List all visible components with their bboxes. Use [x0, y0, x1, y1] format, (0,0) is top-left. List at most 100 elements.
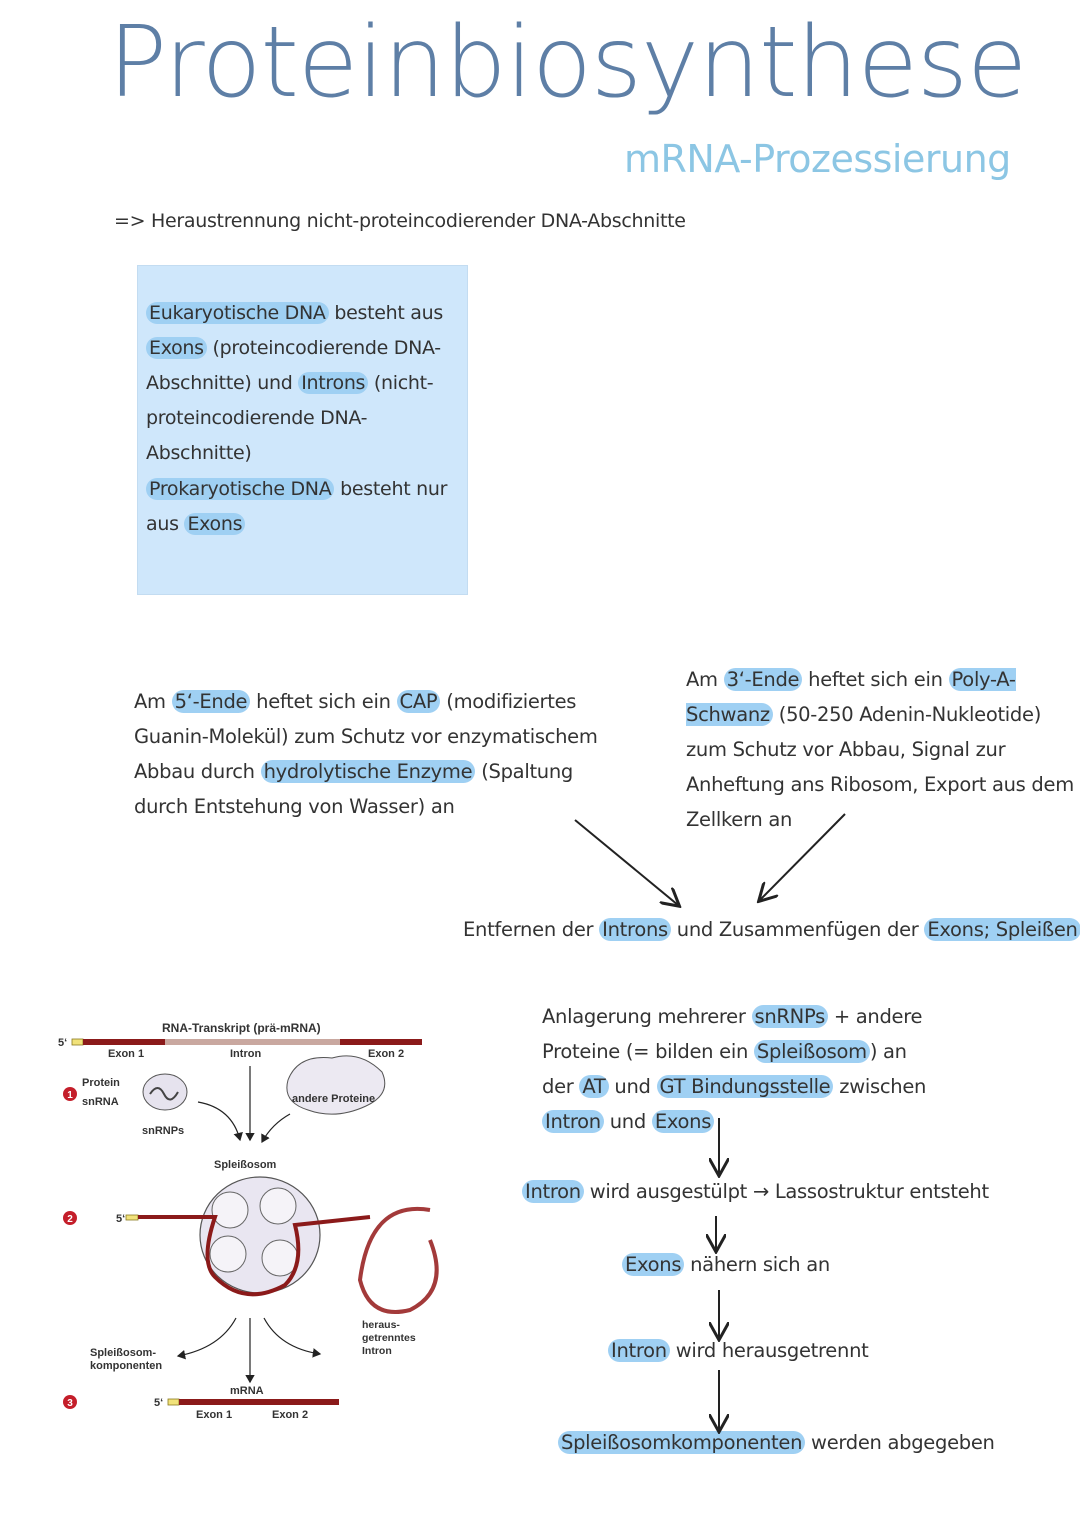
diagram-components-1: Spleißosom- [90, 1347, 156, 1359]
hl-exons: Exons [146, 337, 207, 359]
step-1-text: Anlagerung mehrerer snRNPs + andere Prot… [542, 999, 942, 1139]
step-3-number: 3 [67, 1398, 73, 1409]
rna-loop [138, 1215, 371, 1297]
hl-5-end: 5‘-Ende [171, 690, 251, 713]
hl-introns: Introns [298, 372, 369, 394]
text-fragment: besteht aus [328, 302, 443, 324]
text-fragment: Entfernen der [463, 918, 600, 941]
cap-marker [71, 1038, 84, 1046]
text-fragment: und [603, 1110, 652, 1133]
spliceosome-subunit-1 [211, 1191, 249, 1229]
cap-marker-2 [125, 1214, 139, 1221]
hl-spliceosome: Spleißosom [753, 1040, 870, 1063]
text-fragment: (50-250 Adenin-Nukleotide) zum Schutz vo… [686, 703, 1074, 831]
spliceosome-body [199, 1176, 321, 1294]
splicing-diagram: RNA-Transkript (prä-mRNA) 5‘ Exon 1 Intr… [58, 1021, 439, 1421]
text-fragment: und [608, 1075, 657, 1098]
text-fragment: wird herausgetrennt [669, 1339, 869, 1362]
diagram-5prime-mid: 5‘ [116, 1213, 125, 1225]
snrna-strand-icon [149, 1087, 179, 1101]
hl-spliceosome-components: Spleißosomkomponenten [558, 1431, 806, 1454]
hl-3-end: 3‘-Ende [723, 668, 803, 691]
diagram-spliceosome: Spleißosom [214, 1159, 277, 1171]
three-prime-end-text: Am 3‘-Ende heftet sich ein Poly-A-Schwan… [686, 662, 1076, 837]
other-proteins-cloud [286, 1055, 386, 1115]
hl-intron: Intron [542, 1110, 604, 1133]
hl-prokaryotic-dna: Prokaryotische DNA [146, 478, 335, 500]
diagram-exon1: Exon 1 [108, 1048, 144, 1060]
hl-intron: Intron [522, 1180, 584, 1203]
text-fragment: Am [686, 668, 724, 691]
hl-snrnps: snRNPs [751, 1005, 828, 1028]
step-3-badge [63, 1395, 77, 1409]
step-5-text: Spleißosomkomponenten werden abgegeben [558, 1431, 995, 1454]
mrna-exon2-bar [259, 1399, 339, 1405]
hl-exons: Exons [184, 513, 246, 535]
diagram-components-2: komponenten [90, 1360, 162, 1372]
diagram-excised-1: heraus- [362, 1319, 400, 1331]
text-fragment: heftet sich ein [250, 690, 397, 713]
hl-exons: Exons [622, 1253, 685, 1276]
text-fragment: werden abgegeben [805, 1431, 995, 1454]
diagram-excised-3: Intron [362, 1345, 392, 1357]
diagram-mrna-exon1: Exon 1 [196, 1409, 232, 1421]
page-title: Proteinbiosynthese [108, 6, 1027, 120]
text-fragment: heftet sich ein [802, 668, 949, 691]
text-fragment: Am [134, 690, 172, 713]
arrow-left-converge [574, 819, 678, 905]
step-2-badge [63, 1211, 77, 1225]
diagram-arrow-snrnp [197, 1101, 243, 1142]
diagram-arrow-components [176, 1317, 237, 1360]
snrnp-icon [142, 1073, 188, 1111]
intro-line: => Heraustrennung nicht-proteincodierend… [114, 210, 686, 232]
step-2-number: 2 [67, 1214, 73, 1225]
text-fragment: (proteincodierende DNA-Abschnitte) und [146, 337, 441, 394]
text-fragment: + andere Proteine (= bilden ein [542, 1005, 923, 1063]
text-fragment: zwischen [833, 1075, 927, 1098]
exon1-bar [83, 1039, 165, 1045]
hl-cap: CAP [396, 690, 441, 713]
text-fragment: und Zusammenfügen der [670, 918, 925, 941]
hl-eukaryotic-dna: Eukaryotische DNA [146, 302, 329, 324]
five-prime-end-text: Am 5‘-Ende heftet sich ein CAP (modifizi… [134, 684, 604, 824]
text-fragment: (modifiziertes Guanin-Molekül) zum Schut… [134, 690, 598, 783]
diagram-arrow-proteins [261, 1113, 291, 1144]
page-subtitle: mRNA-Prozessierung [624, 137, 1011, 181]
splicing-line: Entfernen der Introns und Zusammenfügen … [463, 918, 1080, 941]
diagram-protein: Protein [82, 1077, 120, 1089]
hl-at: AT [579, 1075, 609, 1098]
diagram-exon2: Exon 2 [368, 1048, 404, 1060]
step-2-text: Intron wird ausgestülpt → Lassostruktur … [522, 1180, 989, 1203]
eukaryotic-text: Eukaryotische DNA besteht aus Exons (pro… [146, 296, 466, 471]
lariat-intron [357, 1206, 439, 1314]
diagram-5prime-top: 5‘ [58, 1037, 67, 1049]
hl-exons-splicing: Exons; Spleißen [924, 918, 1080, 941]
step-3-text: Exons nähern sich an [622, 1253, 830, 1276]
step-1-badge [63, 1087, 77, 1101]
hl-introns: Introns [599, 918, 671, 941]
text-fragment: (nicht-proteincodierende DNA-Abschnitte) [146, 372, 434, 464]
step-1-number: 1 [67, 1090, 73, 1101]
hl-exons: Exons [651, 1110, 715, 1133]
step-4-text: Intron wird herausgetrennt [608, 1339, 869, 1362]
hl-hydrolytic-enzymes: hydrolytische Enzyme [260, 760, 476, 783]
text-fragment: (Spaltung durch Entstehung von Wasser) a… [134, 760, 573, 818]
diagram-other-proteins: andere Proteine [292, 1093, 375, 1105]
diagram-arrow-lariat [263, 1317, 322, 1358]
hl-intron: Intron [608, 1339, 670, 1362]
text-fragment: wird ausgestülpt → Lassostruktur entsteh… [583, 1180, 989, 1203]
hl-gt-binding-site: GT Bindungsstelle [656, 1075, 834, 1098]
diagram-snrnps: snRNPs [142, 1125, 184, 1137]
spliceosome-subunit-2 [259, 1187, 297, 1225]
cap-marker-3 [167, 1398, 180, 1406]
diagram-mrna: mRNA [230, 1385, 264, 1397]
diagram-snrna: snRNA [82, 1096, 119, 1108]
exon2-bar [340, 1039, 422, 1045]
diagram-transcript-label: RNA-Transkript (prä-mRNA) [162, 1021, 321, 1035]
text-fragment: Anlagerung mehrerer [542, 1005, 752, 1028]
diagram-excised-2: getrenntes [362, 1332, 416, 1344]
diagram-mrna-exon2: Exon 2 [272, 1409, 308, 1421]
diagram-5prime-bottom: 5‘ [154, 1397, 163, 1409]
text-fragment: nähern sich an [684, 1253, 830, 1276]
diagram-intron: Intron [230, 1048, 261, 1060]
